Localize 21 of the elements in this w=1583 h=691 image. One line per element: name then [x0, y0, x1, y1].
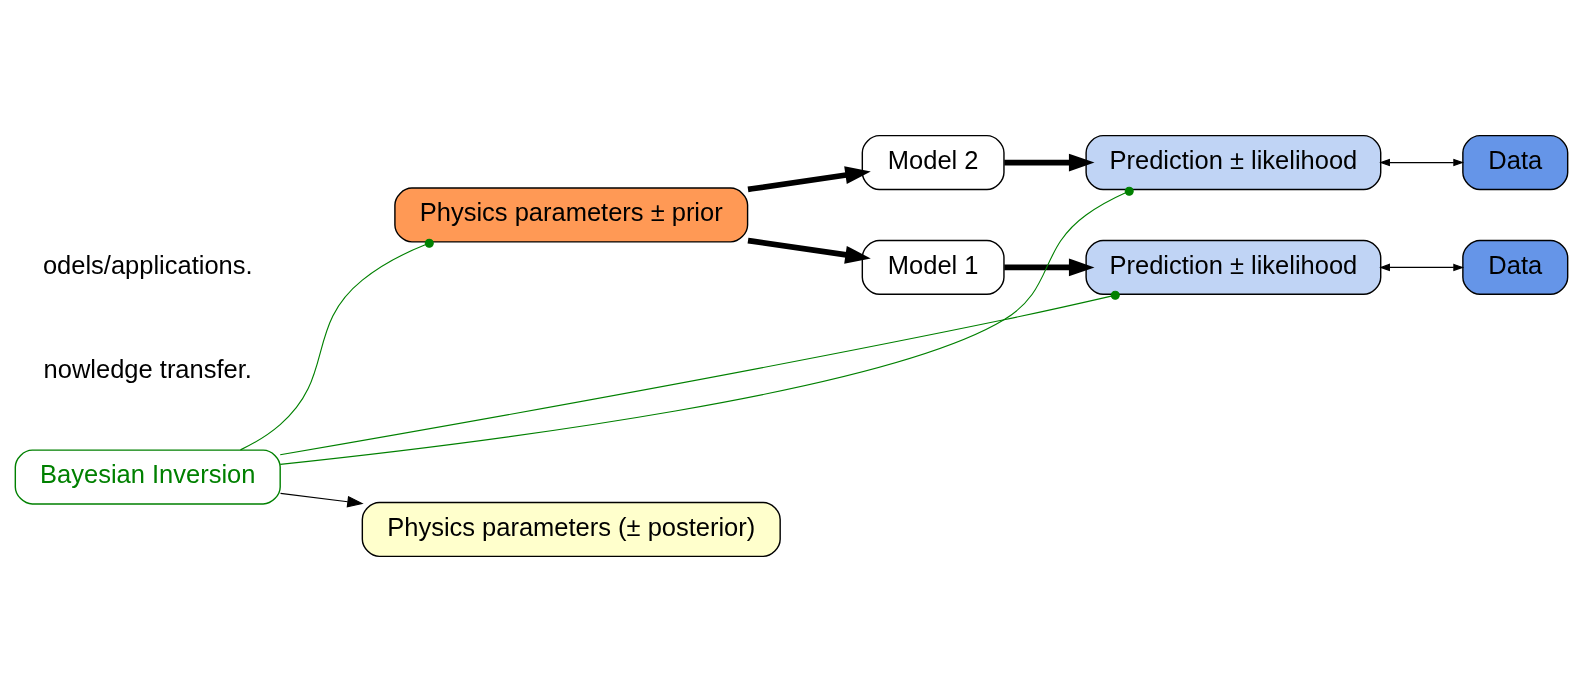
node-box: Physics parameters ± prior [394, 186, 749, 243]
arrow [1004, 257, 1095, 276]
label: odels/applications. [42, 250, 253, 279]
node-box: Data [1462, 239, 1569, 295]
arrow [1004, 153, 1095, 172]
node-box: Prediction ± likelihood [1085, 134, 1382, 190]
arrow [747, 237, 871, 264]
connector [279, 186, 1134, 465]
arrow [1379, 263, 1465, 271]
node-box: Prediction ± likelihood [1085, 239, 1382, 295]
connector [239, 238, 434, 450]
node-box: Model 1 [861, 239, 1005, 295]
arrow [747, 165, 871, 192]
label: nowledge transfer. [43, 354, 252, 383]
node-box: Data [1462, 134, 1569, 190]
node-box: Model 2 [861, 134, 1005, 190]
node-box: Physics parameters (± posterior) [361, 501, 781, 557]
node-box: Bayesian Inversion [14, 448, 281, 505]
connector [279, 290, 1120, 455]
arrow [279, 492, 364, 507]
arrow [1379, 158, 1465, 166]
